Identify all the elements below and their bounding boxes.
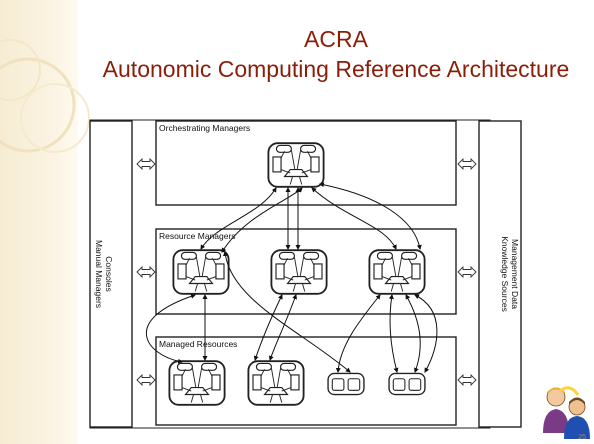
resource-manager-2 <box>270 249 328 295</box>
right-double-arrow-3 <box>457 374 477 386</box>
right-double-arrow-1 <box>457 158 477 170</box>
resource-manager-3 <box>368 249 426 295</box>
connection-arrows <box>145 182 438 373</box>
managed-resource-1 <box>327 372 365 396</box>
left-double-arrow-1 <box>136 158 156 170</box>
left-double-arrow-2 <box>136 266 156 278</box>
managed-manager-2 <box>247 360 305 406</box>
decorative-circles <box>0 39 90 153</box>
people-icon <box>543 386 590 439</box>
management-data-label: Management Data <box>510 239 520 309</box>
left-double-arrow-3 <box>136 374 156 386</box>
resource-manager-1 <box>172 249 230 295</box>
orchestrating-manager <box>267 142 325 188</box>
consoles-panel <box>89 120 133 428</box>
slide-subtitle: Autonomic Computing Reference Architectu… <box>102 56 570 82</box>
manual-managers-label: Manual Managers <box>94 240 104 308</box>
right-double-arrow-2 <box>457 266 477 278</box>
slide-title: ACRA <box>304 26 368 52</box>
managed-resource-2 <box>388 372 426 396</box>
page-number: 25 <box>578 434 586 441</box>
knowledge-sources-panel <box>478 120 522 428</box>
knowledge-sources-label: Knowledge Sources <box>500 236 510 312</box>
layer-label-orchestrating: Orchestrating Managers <box>159 123 250 133</box>
layer-label-managed: Managed Resources <box>159 339 237 349</box>
consoles-label: Consoles <box>104 256 114 291</box>
layer-label-resource: Resource Managers <box>159 231 236 241</box>
managed-manager-1 <box>168 360 226 406</box>
